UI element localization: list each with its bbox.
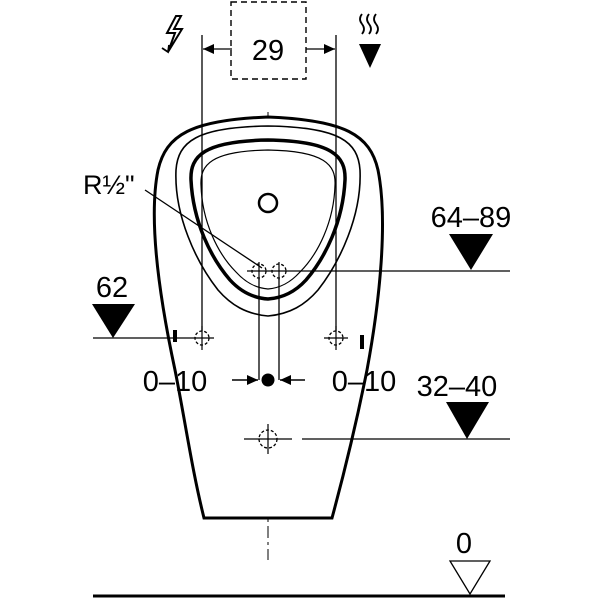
floor-level-label: 0 — [456, 528, 472, 560]
drain-hole — [257, 192, 279, 214]
urinal-body — [152, 115, 384, 520]
urinal-rim — [175, 125, 361, 317]
bracket-left — [173, 330, 177, 342]
width-dim-label: 29 — [252, 35, 284, 67]
inlet-height-marker — [449, 234, 493, 270]
fixing-height-label: 62 — [96, 272, 128, 304]
urinal-inner-line — [200, 149, 336, 290]
inlet-height-label: 64–89 — [431, 202, 512, 234]
thread-label: R½" — [83, 170, 135, 200]
thread-leader — [144, 189, 263, 269]
electric-bolt-icon — [161, 15, 184, 54]
inlet-connector — [247, 262, 291, 280]
control-unit-outline — [230, 1, 307, 80]
drain-outlet — [244, 424, 292, 454]
offset-center-dot — [261, 373, 275, 387]
fixing-bolt-right — [324, 326, 348, 350]
water-flow-icon — [359, 13, 381, 68]
floor-level-marker — [448, 560, 492, 596]
drain-height-label: 32–40 — [417, 371, 498, 403]
fixing-bolt-left — [190, 326, 214, 350]
urinal-bowl — [189, 138, 347, 301]
offset-right-label: 0–10 — [332, 366, 397, 398]
bracket-right — [360, 335, 364, 349]
offset-left-label: 0–10 — [143, 366, 208, 398]
fixing-height-marker — [92, 304, 135, 338]
drain-height-marker — [446, 402, 489, 439]
